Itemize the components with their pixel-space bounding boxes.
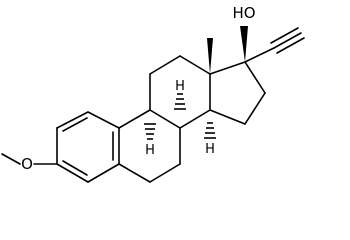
bond <box>244 61 266 94</box>
bond <box>179 55 211 75</box>
bond <box>118 109 151 129</box>
skeletal-formula: O HO H H H <box>1 4 305 183</box>
bond <box>149 163 181 183</box>
molecule-diagram: O HO H H H <box>1 4 305 183</box>
triple-bond-line <box>276 37 305 54</box>
h-c9-label: H <box>145 143 155 158</box>
h-c14-label: H <box>205 142 215 157</box>
bond <box>209 109 246 125</box>
bond <box>149 109 181 129</box>
hydroxyl-wedge-bond <box>240 26 248 62</box>
bond <box>87 111 120 129</box>
aromatic-double-bond <box>62 160 88 176</box>
hashed-bonds <box>144 93 216 140</box>
triple-bond-line <box>273 32 302 49</box>
bond <box>149 55 181 75</box>
bond <box>87 163 120 183</box>
bond <box>56 163 89 183</box>
bonds <box>1 27 305 183</box>
methoxy-oxygen-label: O <box>21 155 33 173</box>
bond <box>209 61 246 75</box>
bond <box>56 111 89 129</box>
bond <box>118 163 151 183</box>
methyl-wedge-bond <box>207 38 213 74</box>
triple-bond-line <box>270 27 299 44</box>
h-c8-label: H <box>175 79 185 94</box>
aromatic-double-bond <box>62 117 88 132</box>
bond <box>179 109 211 129</box>
ethynyl-bond <box>244 47 275 63</box>
bond <box>244 92 266 125</box>
methyl-bond <box>1 153 21 165</box>
hydroxyl-label: HO <box>232 4 255 22</box>
